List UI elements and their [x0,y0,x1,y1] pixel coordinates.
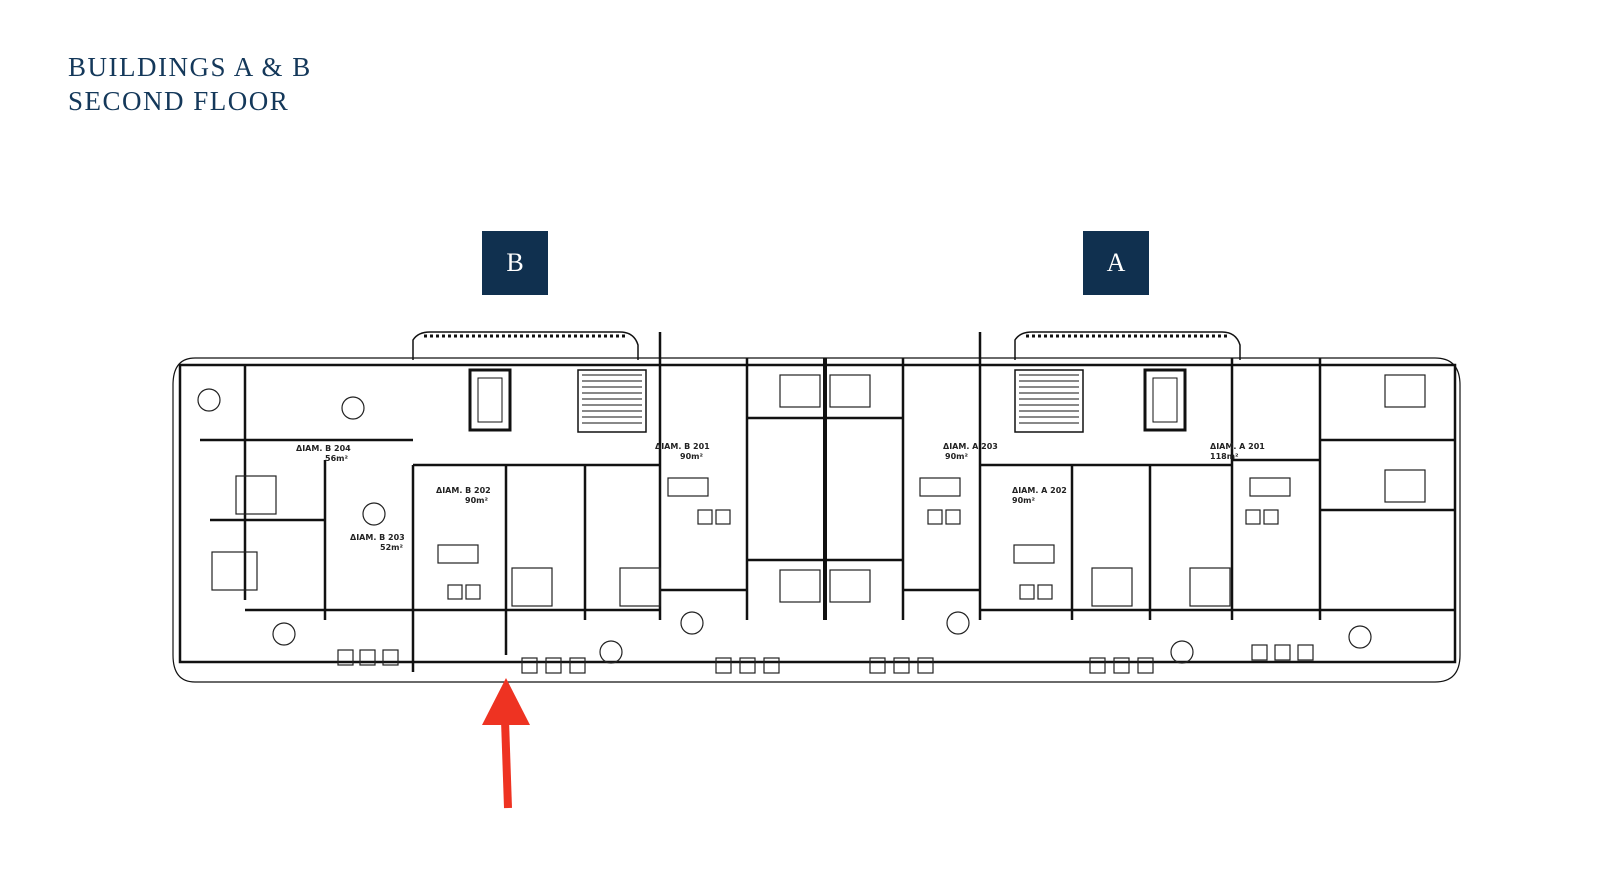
stair-cores [468,368,1187,433]
top-balconies [412,331,1241,360]
unit-area-b202: 90m² [465,496,488,505]
unit-label-b203: ΔIAM. B 203 [350,533,405,542]
page-title: BUILDINGS A & B SECOND FLOOR [68,50,312,118]
unit-area-a201: 118m² [1210,452,1239,461]
unit-label-b201: ΔIAM. B 201 [655,442,710,451]
unit-label-a203: ΔIAM. A 203 [943,442,998,451]
unit-label-b204: ΔIAM. B 204 [296,444,351,453]
unit-labels: ΔIAM. B 204 56m² ΔIAM. B 203 52m² ΔIAM. … [296,442,1265,552]
unit-label-b202: ΔIAM. B 202 [436,486,491,495]
building-a-badge: A [1083,231,1149,295]
unit-label-a202: ΔIAM. A 202 [1012,486,1067,495]
slab-outline [172,357,1461,683]
title-line-1: BUILDINGS A & B [68,52,312,82]
unit-area-a203: 90m² [945,452,968,461]
title-line-2: SECOND FLOOR [68,86,290,116]
building-b-badge: B [482,231,548,295]
walls [178,332,1457,672]
unit-area-b201: 90m² [680,452,703,461]
unit-area-b204: 56m² [325,454,348,463]
unit-area-a202: 90m² [1012,496,1035,505]
furniture [197,374,1426,674]
pointer-arrow-icon [482,678,530,809]
unit-label-a201: ΔIAM. A 201 [1210,442,1265,451]
unit-area-b203: 52m² [380,543,403,552]
